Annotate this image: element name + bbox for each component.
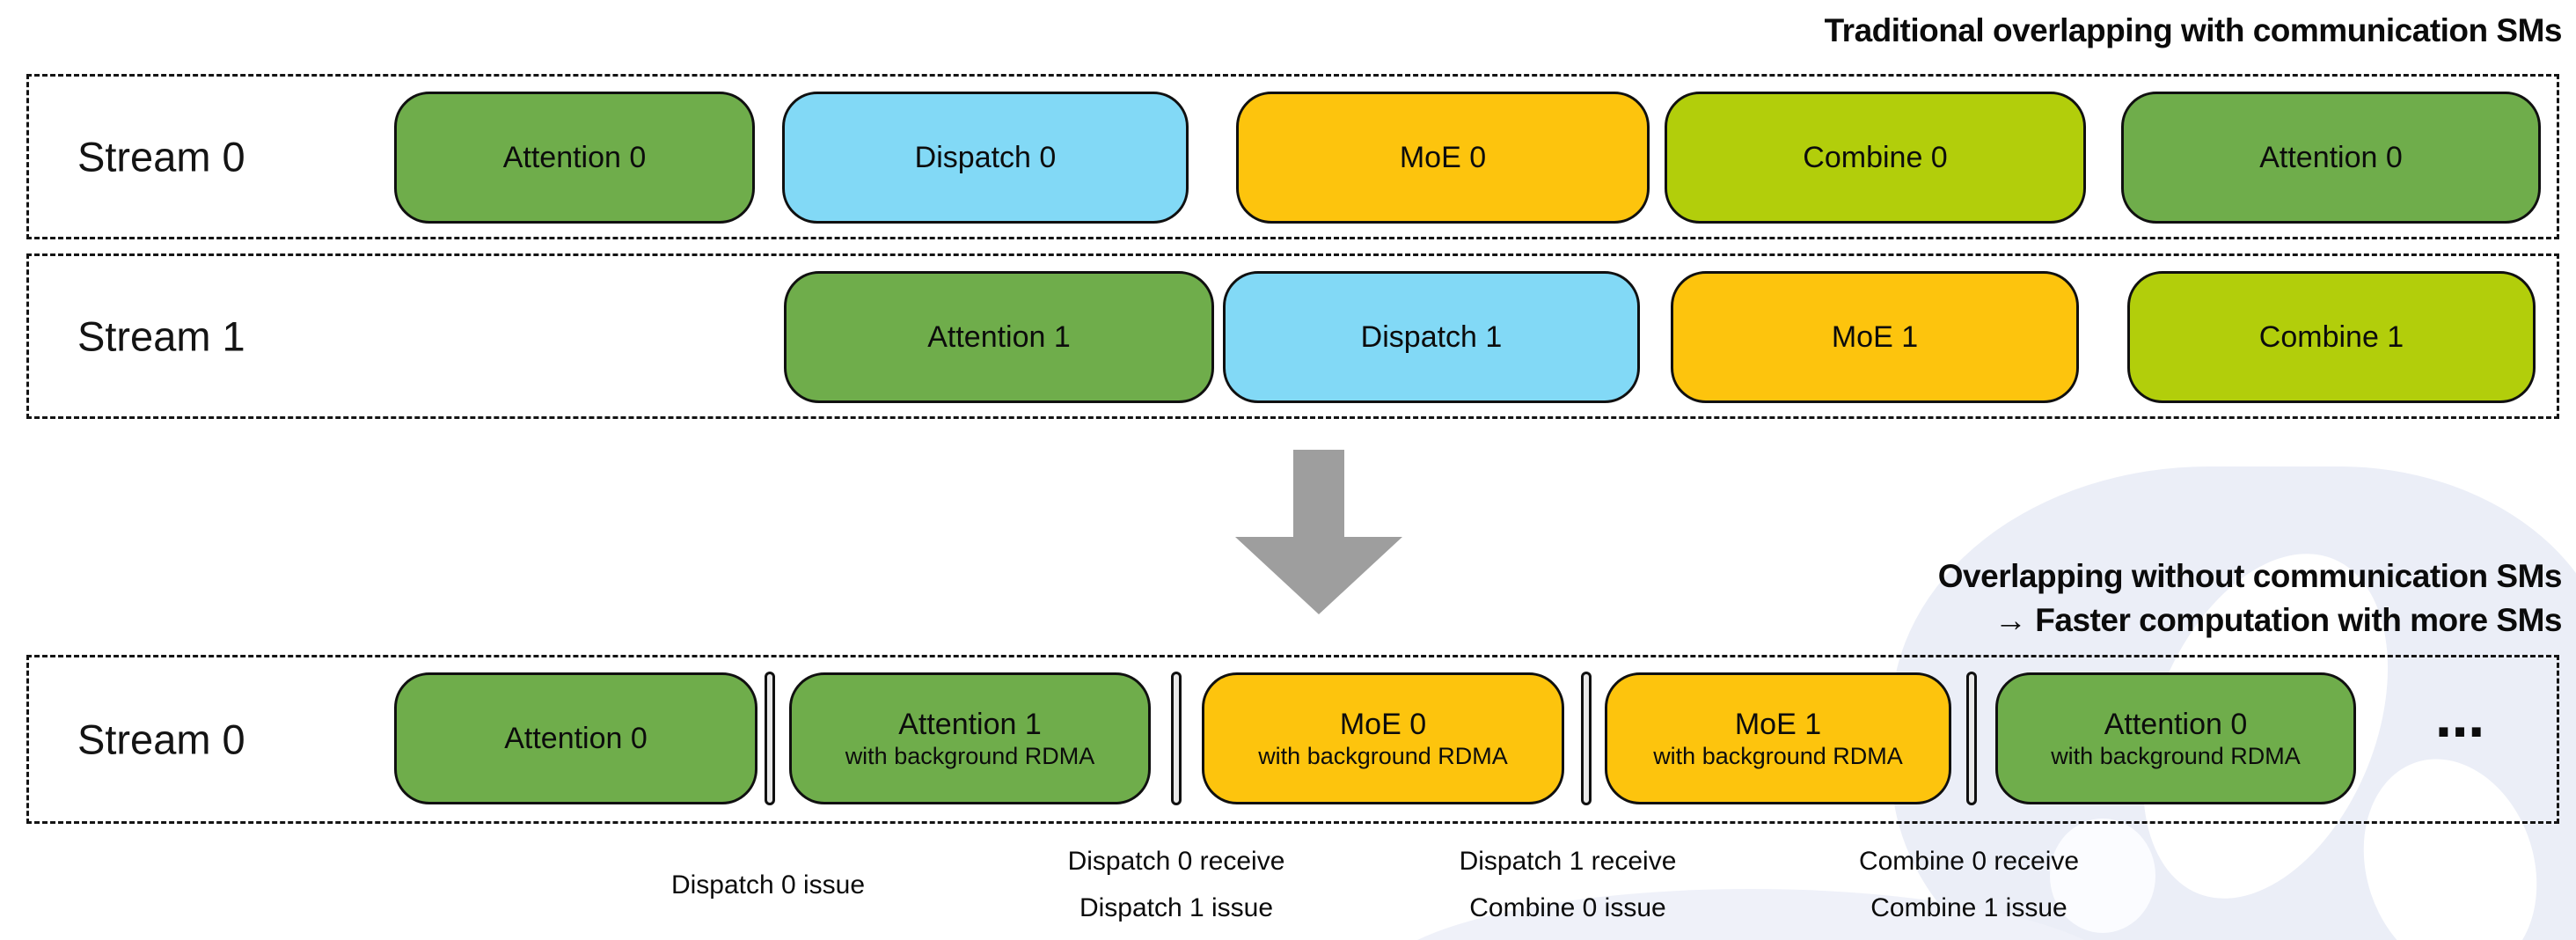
block-moe0-rdma: MoE 0 with background RDMA bbox=[1202, 672, 1564, 804]
block-moe1-rdma: MoE 1 with background RDMA bbox=[1605, 672, 1951, 804]
stream-label: Stream 1 bbox=[77, 312, 245, 360]
block-label: Attention 0 bbox=[2104, 708, 2248, 741]
annotation-combine0-receive-combine1-issue: Combine 0 receive Combine 1 issue bbox=[1723, 833, 2215, 936]
block-dispatch1: Dispatch 1 bbox=[1223, 271, 1640, 403]
rdma-divider-bar bbox=[765, 672, 775, 805]
block-label: Attention 1 bbox=[898, 708, 1042, 741]
block-label: Attention 0 bbox=[504, 722, 648, 755]
annotation-line: Combine 0 receive bbox=[1858, 847, 2080, 876]
block-attention1-rdma: Attention 1 with background RDMA bbox=[789, 672, 1151, 804]
block-combine1: Combine 1 bbox=[2127, 271, 2536, 403]
annotation-dispatch1-receive-combine0-issue: Dispatch 1 receive Combine 0 issue bbox=[1321, 833, 1814, 936]
block-attention0-next: Attention 0 bbox=[2121, 92, 2541, 224]
block-label: Attention 0 bbox=[2259, 141, 2403, 174]
optimized-heading-line1: Overlapping without communication SMs bbox=[1937, 558, 2563, 594]
block-sublabel: with background RDMA bbox=[1653, 743, 1903, 769]
annotation-line: Dispatch 0 issue bbox=[670, 870, 866, 900]
block-sublabel: with background RDMA bbox=[2051, 743, 2301, 769]
stream-label: Stream 0 bbox=[77, 133, 245, 180]
block-attention0: Attention 0 bbox=[394, 672, 757, 804]
traditional-stream1-row: Stream 1 Attention 1 Dispatch 1 MoE 1 Co… bbox=[26, 253, 2559, 419]
ellipsis-more-blocks: ⋯ bbox=[2435, 704, 2488, 760]
block-label: Dispatch 1 bbox=[1360, 320, 1503, 354]
down-arrow-icon bbox=[1235, 537, 1402, 614]
block-attention1: Attention 1 bbox=[784, 271, 1214, 403]
annotation-line: Dispatch 1 issue bbox=[1079, 893, 1274, 922]
traditional-stream0-row: Stream 0 Attention 0 Dispatch 0 MoE 0 Co… bbox=[26, 74, 2559, 239]
annotation-line: Dispatch 1 receive bbox=[1459, 847, 1677, 876]
block-label: MoE 1 bbox=[1831, 320, 1919, 354]
block-sublabel: with background RDMA bbox=[1258, 743, 1508, 769]
down-arrow-icon bbox=[1293, 450, 1344, 539]
block-sublabel: with background RDMA bbox=[845, 743, 1095, 769]
annotation-dispatch0-issue: Dispatch 0 issue bbox=[522, 833, 1014, 936]
background-watermark-highlight bbox=[2050, 819, 2155, 933]
block-label: Attention 0 bbox=[502, 141, 647, 174]
annotation-line: Combine 0 issue bbox=[1469, 893, 1666, 922]
block-moe0: MoE 0 bbox=[1236, 92, 1650, 224]
block-combine0: Combine 0 bbox=[1665, 92, 2086, 224]
annotation-line: Dispatch 0 receive bbox=[1067, 847, 1285, 876]
stream-label: Stream 0 bbox=[77, 716, 245, 763]
block-moe1: MoE 1 bbox=[1671, 271, 2079, 403]
block-label: MoE 1 bbox=[1734, 708, 1822, 741]
optimized-heading-line2: → Faster computation with more SMs bbox=[1994, 602, 2562, 638]
block-attention0: Attention 0 bbox=[394, 92, 755, 224]
traditional-heading: Traditional overlapping with communicati… bbox=[1824, 12, 2563, 48]
optimized-heading: Overlapping without communication SMs → … bbox=[1937, 554, 2563, 643]
block-label: Combine 1 bbox=[2258, 320, 2404, 354]
rdma-divider-bar bbox=[1171, 672, 1182, 805]
optimized-stream0-row: Stream 0 Attention 0 Attention 1 with ba… bbox=[26, 655, 2559, 824]
block-label: Attention 1 bbox=[927, 320, 1071, 354]
rdma-divider-bar bbox=[1966, 672, 1977, 805]
annotation-line: Combine 1 issue bbox=[1870, 893, 2067, 922]
block-label: Dispatch 0 bbox=[914, 141, 1057, 174]
block-attention0-rdma: Attention 0 with background RDMA bbox=[1995, 672, 2356, 804]
block-label: Combine 0 bbox=[1803, 141, 1948, 174]
rdma-divider-bar bbox=[1581, 672, 1592, 805]
block-dispatch0: Dispatch 0 bbox=[782, 92, 1189, 224]
annotation-dispatch0-receive-dispatch1-issue: Dispatch 0 receive Dispatch 1 issue bbox=[930, 833, 1423, 936]
block-label: MoE 0 bbox=[1339, 708, 1427, 741]
block-label: MoE 0 bbox=[1399, 141, 1487, 174]
